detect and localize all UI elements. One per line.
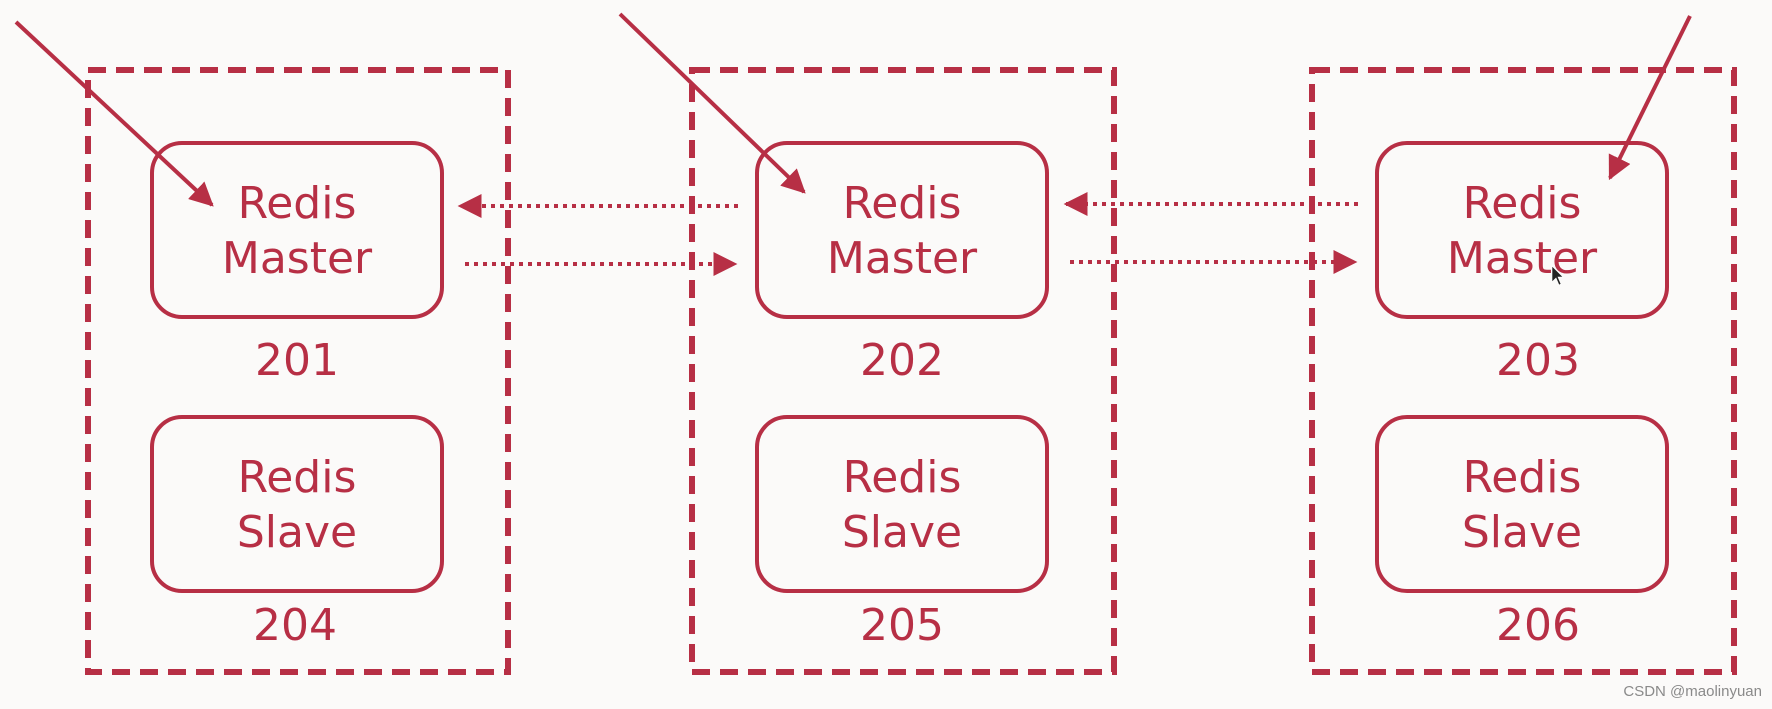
slave-node-2-line1: Redis — [843, 452, 962, 503]
shard-group-3: Redis Master 203 Redis Slave 206 — [1309, 67, 1737, 675]
slave-node-2-id: 205 — [860, 600, 944, 651]
slave-node-2-line2: Slave — [842, 507, 962, 558]
slave-node-1-line1: Redis — [238, 452, 357, 503]
shard-group-2-border — [689, 67, 1117, 675]
master-node-3-id: 203 — [1496, 335, 1580, 386]
slave-node-3-line2: Slave — [1462, 507, 1582, 558]
mouse-pointer-icon — [1551, 265, 1564, 286]
client-arrow-1 — [14, 20, 214, 207]
master-node-3 — [1375, 141, 1669, 319]
master-node-2-line2: Master — [827, 233, 978, 284]
shard-group-1: Redis Master 201 Redis Slave 204 — [85, 67, 511, 675]
shard-group-2: Redis Master 202 Redis Slave 205 — [689, 67, 1117, 675]
master-node-2-id: 202 — [860, 335, 944, 386]
master-node-2-line1: Redis — [843, 178, 962, 229]
slave-node-3 — [1375, 415, 1669, 593]
master-node-3-line2: Master — [1447, 233, 1598, 284]
slave-node-2 — [755, 415, 1049, 593]
watermark: CSDN @maolinyuan — [1623, 683, 1762, 700]
slave-node-1 — [150, 415, 444, 593]
client-arrow-2 — [618, 12, 806, 194]
shard-group-1-border — [85, 67, 511, 675]
master-node-3-line1: Redis — [1463, 178, 1582, 229]
client-arrow-3 — [1608, 15, 1692, 181]
slave-node-3-line1: Redis — [1463, 452, 1582, 503]
slave-node-1-line2: Slave — [237, 507, 357, 558]
master-node-2 — [755, 141, 1049, 319]
master-node-1-id: 201 — [255, 335, 339, 386]
master-node-1 — [150, 141, 444, 319]
slave-node-3-id: 206 — [1496, 600, 1580, 651]
master-node-1-line1: Redis — [238, 178, 357, 229]
master-node-1-line2: Master — [222, 233, 373, 284]
shard-group-3-border — [1309, 67, 1737, 675]
slave-node-1-id: 204 — [253, 600, 337, 651]
